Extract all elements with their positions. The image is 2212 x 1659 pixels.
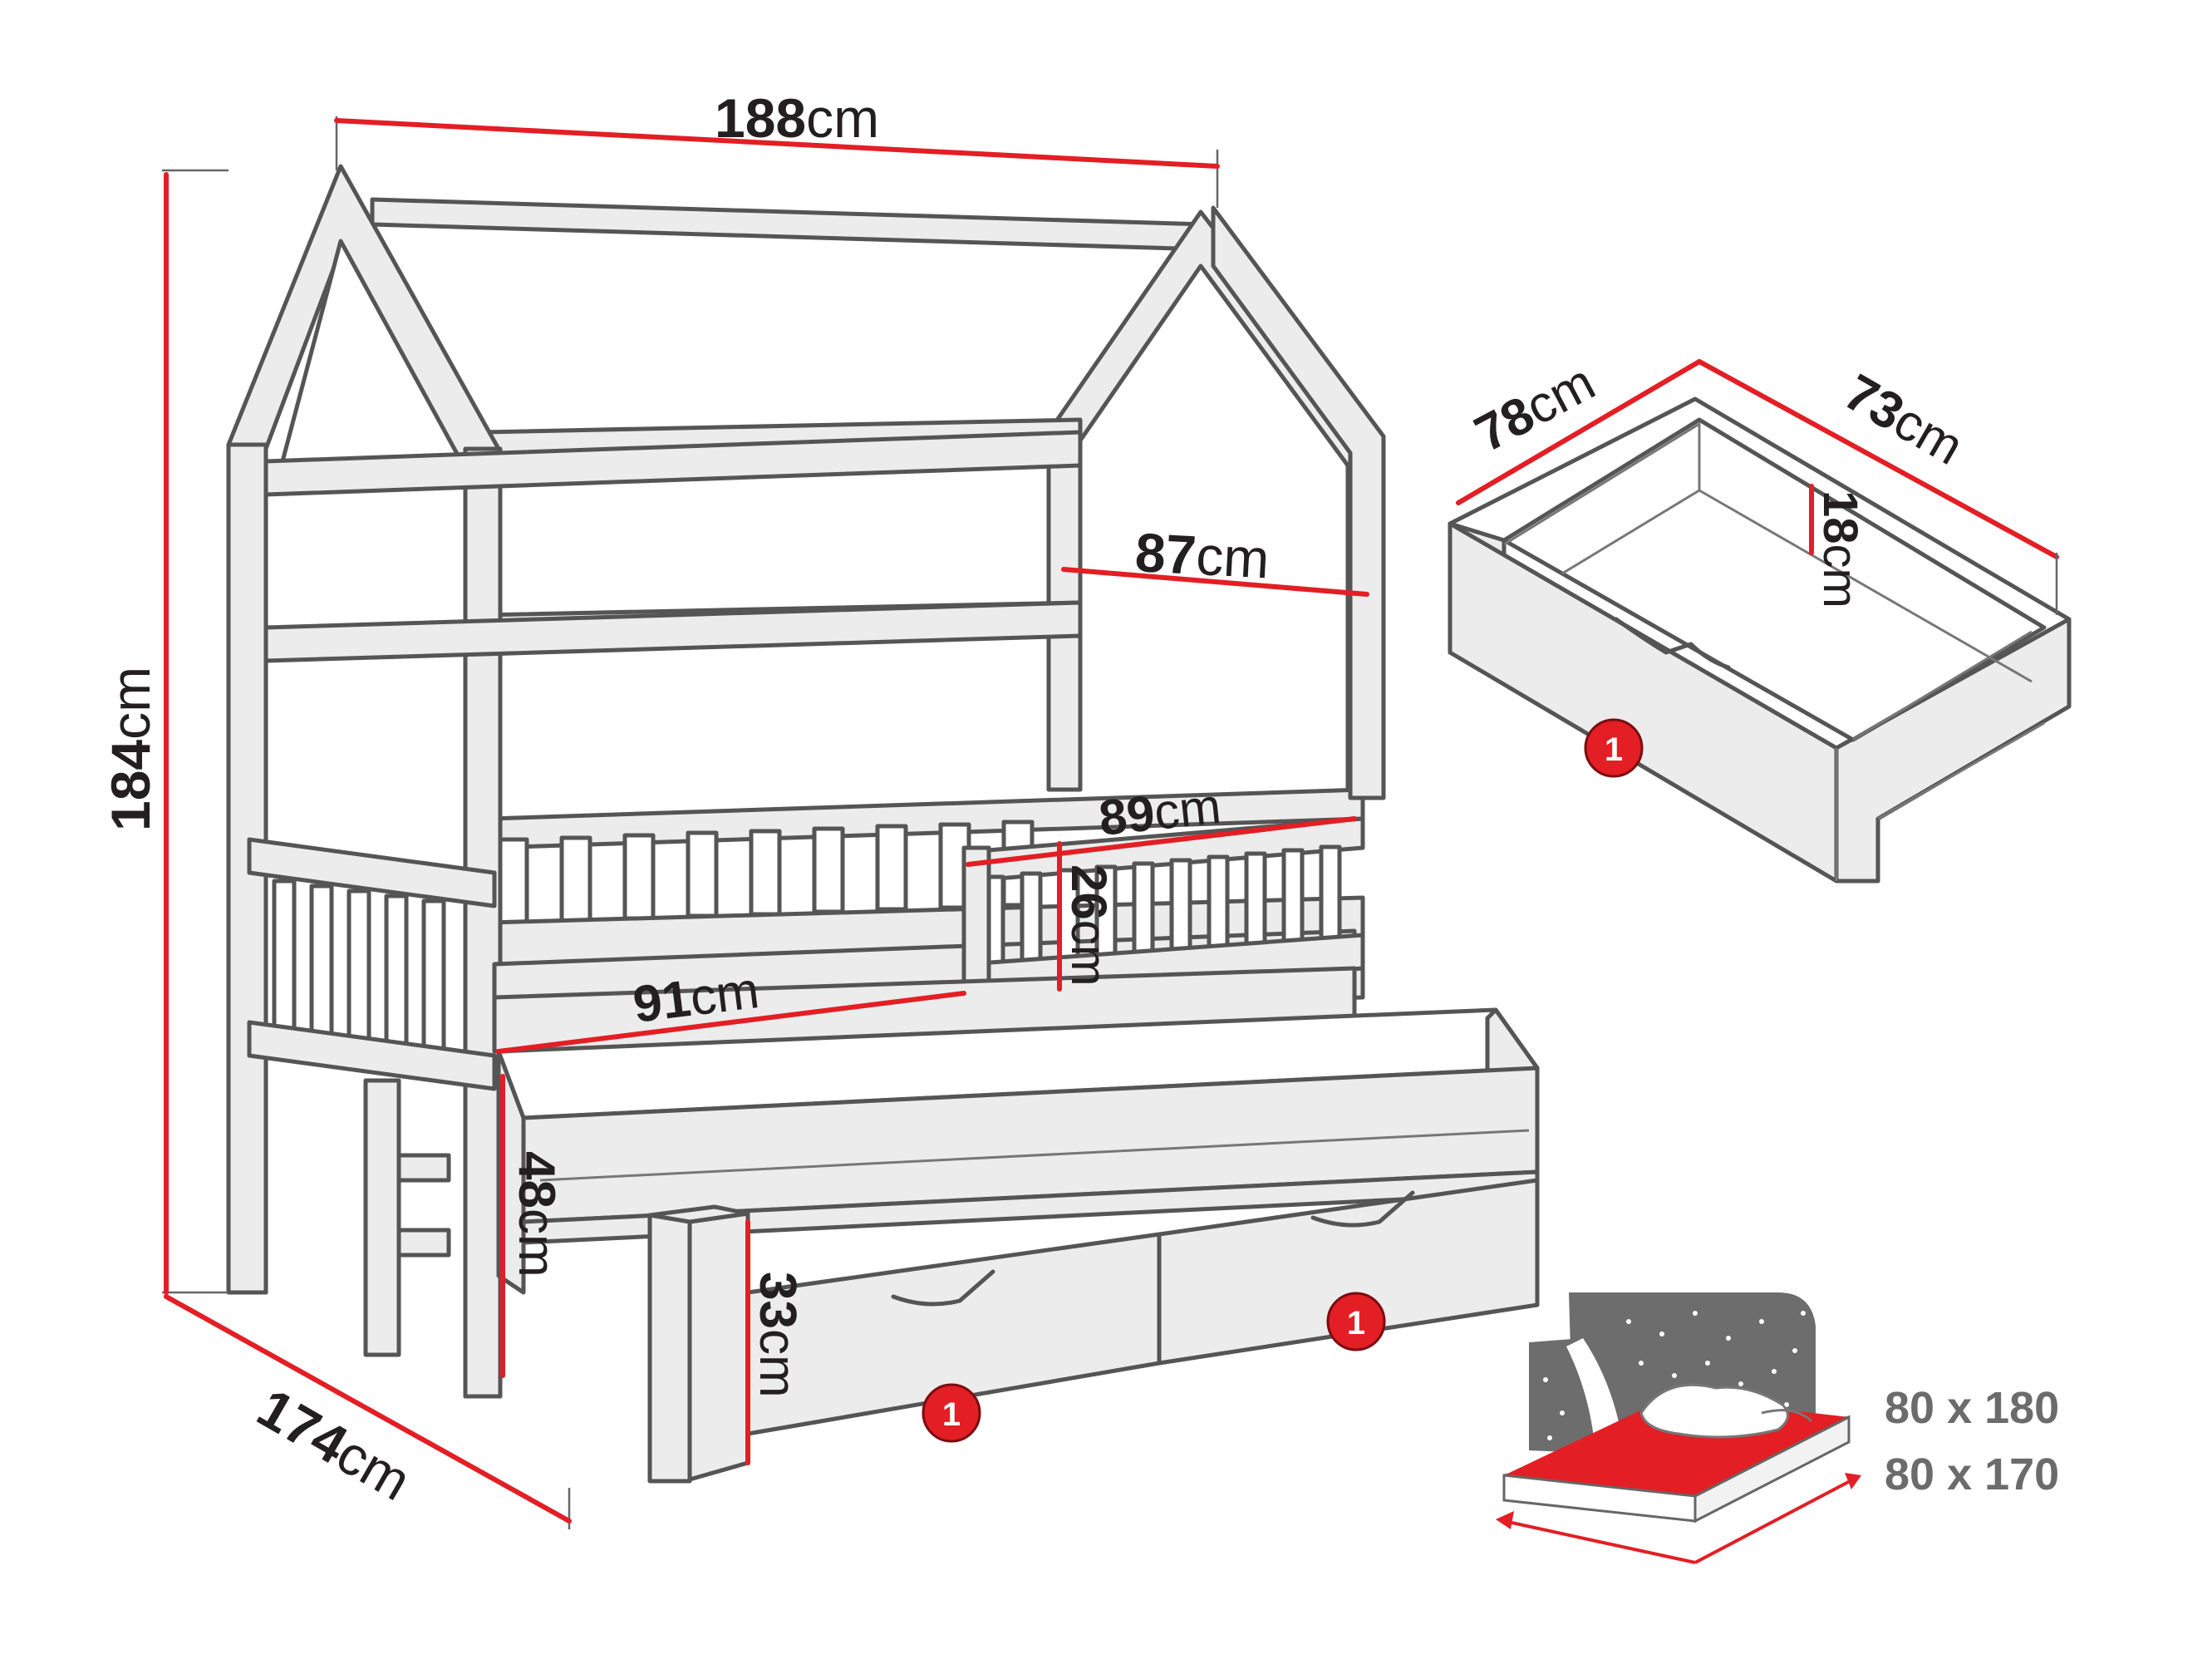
drawer-badge: 1 bbox=[1584, 718, 1644, 778]
dimension-lines bbox=[162, 116, 1369, 1529]
drawer-depth-label: 73cm bbox=[1835, 363, 1973, 476]
svg-text:1: 1 bbox=[1605, 731, 1623, 768]
drawer-badge: 1 bbox=[922, 1383, 981, 1443]
drawer-drawing: 78cm 73cm 18cm 1 bbox=[1448, 353, 2072, 884]
mattress-size-1: 80 x 180 bbox=[1885, 1383, 2059, 1433]
svg-text:1: 1 bbox=[942, 1396, 961, 1433]
opening-length-label: 91cm bbox=[630, 962, 762, 1034]
drawer-badge: 1 bbox=[1326, 1292, 1386, 1351]
right-side-slats bbox=[982, 844, 1342, 987]
wall-width-label: 87cm bbox=[1133, 521, 1271, 589]
house-bed-drawing bbox=[226, 164, 1540, 1484]
drawer-height-label: 18cm bbox=[1813, 490, 1867, 608]
depth-total-label: 174cm bbox=[248, 1376, 421, 1512]
rail-length-label: 89cm bbox=[1096, 778, 1223, 846]
mattress-size-2: 80 x 170 bbox=[1885, 1450, 2059, 1499]
left-side-slats bbox=[272, 879, 446, 1070]
height-total-label: 184cm bbox=[100, 667, 161, 831]
width-total-label: 188cm bbox=[715, 87, 879, 149]
trundle-height-label: 33cm bbox=[749, 1272, 806, 1398]
drawer-width-label: 78cm bbox=[1466, 353, 1604, 463]
mattress-sizes: 80 x 180 80 x 170 bbox=[1885, 1383, 2059, 1499]
rail-height-label: 26cm bbox=[1061, 864, 1117, 987]
sleep-height-label: 48cm bbox=[508, 1151, 565, 1277]
svg-text:1: 1 bbox=[1347, 1305, 1365, 1341]
bed-drawer-badges: 1 1 bbox=[922, 1292, 1386, 1443]
mattress-icon bbox=[1496, 1292, 1861, 1564]
